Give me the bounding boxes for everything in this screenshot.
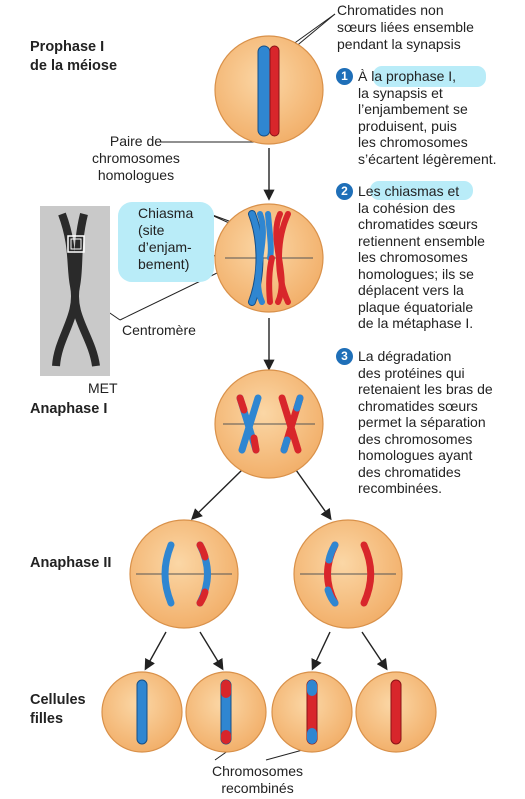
daughter-cell-3	[271, 671, 353, 753]
step-2-text: Les chiasmas et la cohésion des chromati…	[358, 183, 485, 331]
chromosome-maternal	[257, 45, 271, 137]
chromatid-blue-2	[255, 211, 266, 305]
label-anaphase2: Anaphase II	[30, 555, 112, 571]
label-anaphase1: Anaphase I	[30, 401, 108, 417]
chromatid-left	[161, 541, 175, 607]
cell-anaphase2-right	[293, 519, 403, 629]
arrow-anaphase2-cell1	[144, 631, 167, 671]
label-chromosomes-recombines: Chromosomes recombinés	[212, 763, 304, 796]
stage-arrows	[144, 148, 388, 671]
label-prophase: Prophase I de la méiose	[30, 39, 118, 74]
step-3-badge: 3	[336, 348, 353, 365]
cell-anaphase2-left	[129, 519, 239, 629]
step-2-badge: 2	[336, 183, 353, 200]
label-centromere: Centromère	[122, 322, 196, 338]
chromatid-red-2	[276, 211, 291, 305]
daughter-cell-2	[185, 671, 267, 753]
chromatid-blue-b	[238, 394, 262, 454]
arrow-anaphase1-right	[295, 469, 332, 521]
chromosome-paternal	[269, 45, 280, 137]
cell-chiasma	[214, 203, 324, 313]
electron-micrograph	[40, 206, 110, 376]
arrow-anaphase1-left	[190, 469, 243, 520]
highlight-chiasma-label	[118, 202, 214, 282]
label-chiasma: Chiasma (site d’enjam- bement)	[138, 205, 194, 272]
chromatid-right	[360, 541, 375, 607]
step-3-text: La dégradation des protéines qui retenai…	[358, 348, 493, 496]
label-met: MET	[88, 380, 118, 396]
highlight-chiasmas	[370, 181, 473, 200]
daughter-cell-1	[101, 671, 183, 753]
label-paire-homologues: Paire de chromosomes homologues	[92, 133, 180, 183]
arrow-anaphase2-cell2	[199, 631, 224, 671]
label-chromatides-non-soeurs: Chromatides non sœurs liées ensemble pen…	[337, 2, 474, 52]
step-1-text: À la prophase I, la synapsis et l’enjamb…	[358, 68, 497, 167]
label-cellules-filles: Cellules filles	[30, 692, 86, 727]
cell-prophase	[214, 35, 324, 145]
arrow-anaphase2-cell3	[311, 631, 331, 671]
daughter-cell-4	[355, 671, 437, 753]
arrow-anaphase2-cell4	[361, 631, 388, 671]
cell-anaphase1	[214, 369, 324, 479]
step-1-badge: 1	[336, 68, 353, 85]
highlight-prophase	[373, 66, 486, 87]
